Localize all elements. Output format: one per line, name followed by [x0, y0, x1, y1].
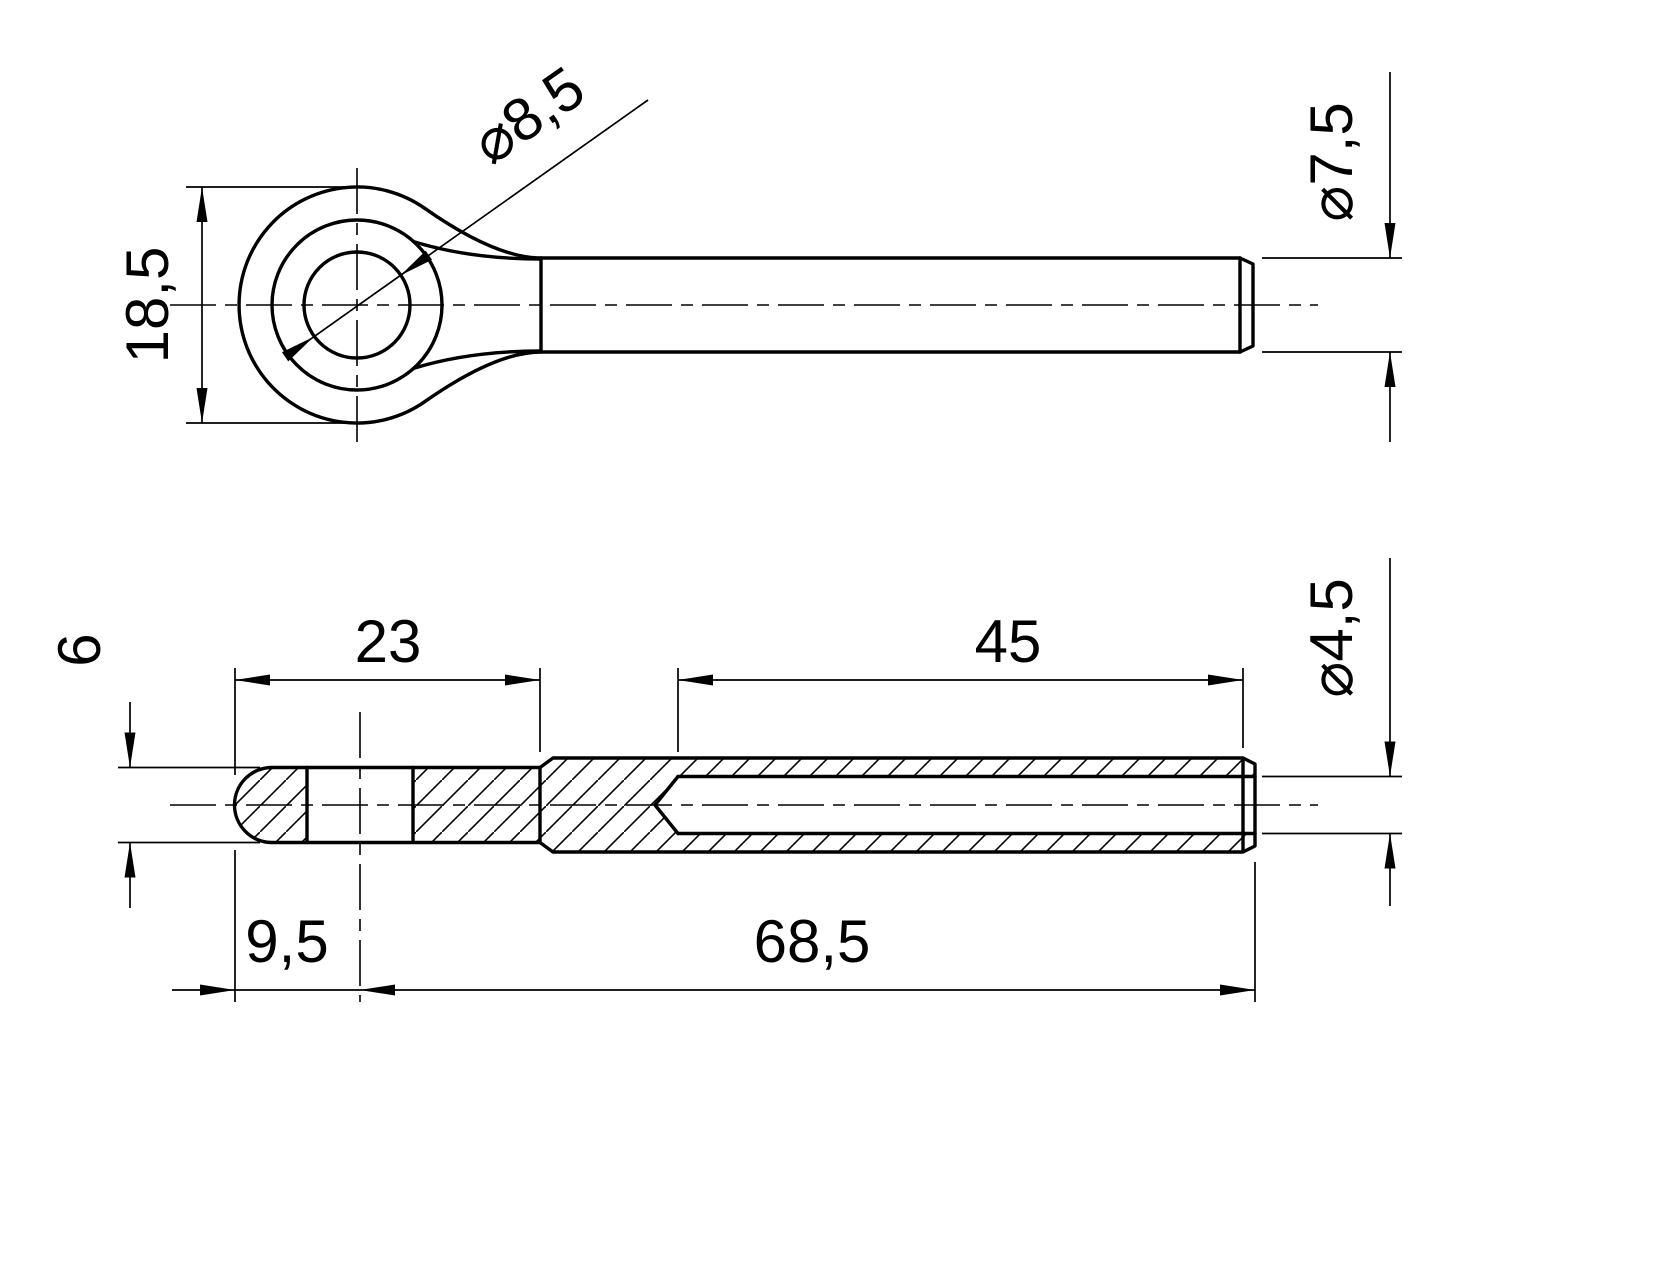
leader-line	[399, 99, 649, 277]
dim-label-eye-center-offset: 9,5	[245, 908, 328, 975]
section-outline	[232, 756, 1257, 854]
leader-line	[281, 336, 315, 362]
eye-hole-circle	[302, 250, 412, 360]
dim-label-bore-depth: 45	[975, 608, 1042, 675]
dim-label-eye-hole-diameter: ⌀8,5	[460, 53, 596, 176]
dim-label-eye-thickness: 6	[46, 633, 113, 666]
top-view: 18,5 ⌀8,5 ⌀7,5	[114, 53, 1402, 448]
shaft-end-cap	[1238, 256, 1255, 354]
hatch-bottom-wall	[678, 833, 1255, 852]
bore-drill-point	[653, 774, 680, 836]
cone-silhouette-top	[412, 240, 543, 261]
bottom-view: 6 23 45 ⌀4,5 9,5 68,5	[46, 558, 1402, 1002]
dim-label-shaft-length: 68,5	[754, 908, 871, 975]
cone-silhouette-bottom	[412, 349, 543, 370]
hatch-mid-solid	[413, 758, 678, 852]
eye-boss-circle	[270, 218, 444, 392]
dim-label-head-length: 23	[355, 608, 422, 675]
dim-label-shaft-diameter: ⌀7,5	[1298, 102, 1365, 222]
dim-label-bore-diameter: ⌀4,5	[1298, 578, 1365, 698]
dim-label-eye-outer-diameter: 18,5	[114, 247, 181, 364]
eye-outer-arc	[237, 185, 427, 425]
hatch-top-wall	[678, 758, 1255, 777]
leader-line	[313, 274, 401, 338]
